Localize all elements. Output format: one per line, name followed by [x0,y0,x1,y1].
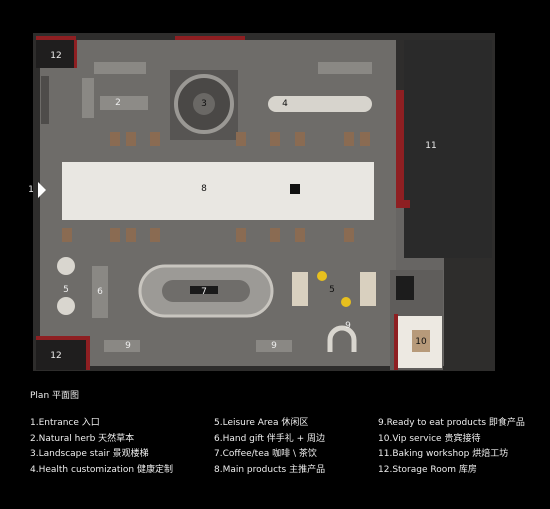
legend-column-2: 5.Leisure Area 休闲区 6.Hand gift 伴手礼 + 周边 … [214,416,325,478]
label-9-b: 9 [271,341,277,351]
hand-gift-shelf [92,266,108,318]
label-12-bottom: 12 [50,351,61,361]
red-wall-bottom-left [36,336,88,340]
red-wall-top-left-v [74,40,77,68]
coffee-machine [190,286,218,294]
ready-to-eat-shelf-2 [256,340,292,352]
herb-shelf-left [41,76,49,124]
leisure-table-2 [57,297,75,315]
ready-to-eat-arch [327,325,357,352]
label-5-right: 5 [329,285,335,295]
leisure-sofa-right [360,272,376,306]
seating-top [110,132,370,146]
label-8: 8 [201,184,207,194]
health-counter-top [318,62,372,74]
label-11: 11 [425,141,436,151]
red-wall-baking [396,90,404,200]
yellow-seat-1 [317,271,327,281]
yellow-seat-2 [341,297,351,307]
storage-room-top [36,40,74,68]
red-wall-baking-2 [396,200,410,208]
label-4: 4 [282,99,288,109]
label-3: 3 [201,99,207,109]
label-6: 6 [97,287,103,297]
red-wall-bottom-left-v [86,336,90,370]
red-wall-top [175,36,245,40]
herb-island [100,96,148,110]
herb-counter [82,78,94,118]
stair-inner [193,93,215,115]
leisure-table-1 [57,257,75,275]
ready-to-eat-shelf-1 [104,340,140,352]
label-10: 10 [415,337,427,347]
label-1: 1 [28,185,34,195]
leisure-sofa-left [292,272,308,306]
legend-item: 6.Hand gift 伴手礼 + 周边 [214,433,326,444]
legend: Plan 平面图 1.Entrance 入口 2.Natural herb 天然… [30,388,550,509]
main-products-counter [62,162,374,220]
legend-item: 8.Main products 主推产品 [214,464,326,475]
legend-item: 7.Coffee/tea 咖啡 \ 茶饮 [214,449,317,459]
legend-item: 2.Natural herb 天然草本 [30,433,135,444]
storage-room-bottom [36,340,86,370]
legend-item: 3.Landscape stair 景观楼梯 [30,449,149,459]
health-table [268,96,372,112]
label-9-a: 9 [125,341,131,351]
vip-entrance-unit [396,276,414,300]
legend-title: Plan 平面图 [30,391,80,401]
herb-shelf-top [94,62,146,74]
entrance-arrow-icon [38,182,46,198]
main-products-marker [290,184,300,194]
legend-column-1: 1.Entrance 入口 2.Natural herb 天然草本 3.Land… [30,416,173,478]
legend-item: 9.Ready to eat products 即食产品 [378,418,525,428]
legend-item: 11.Baking workshop 烘焙工坊 [378,449,509,459]
label-12-top: 12 [50,51,61,61]
legend-item: 4.Health customization 健康定制 [30,464,173,475]
legend-item: 1.Entrance 入口 [30,418,100,428]
legend-item: 12.Storage Room 库房 [378,464,477,475]
baking-workshop [404,40,492,258]
floor-plan: 12 12 11 1 2 3 4 8 5 [28,33,495,371]
legend-column-3: 9.Ready to eat products 即食产品 10.Vip serv… [378,416,525,478]
label-9-c: 9 [345,321,351,331]
vip-wall [394,314,398,370]
red-wall-top-left [36,36,76,40]
seating-bottom [62,228,354,242]
label-5-left: 5 [63,285,69,295]
legend-item: 5.Leisure Area 休闲区 [214,418,309,428]
label-2: 2 [115,98,121,108]
label-7: 7 [201,287,207,297]
legend-item: 10.Vip service 贵宾接待 [378,433,481,444]
vip-table [412,330,430,352]
